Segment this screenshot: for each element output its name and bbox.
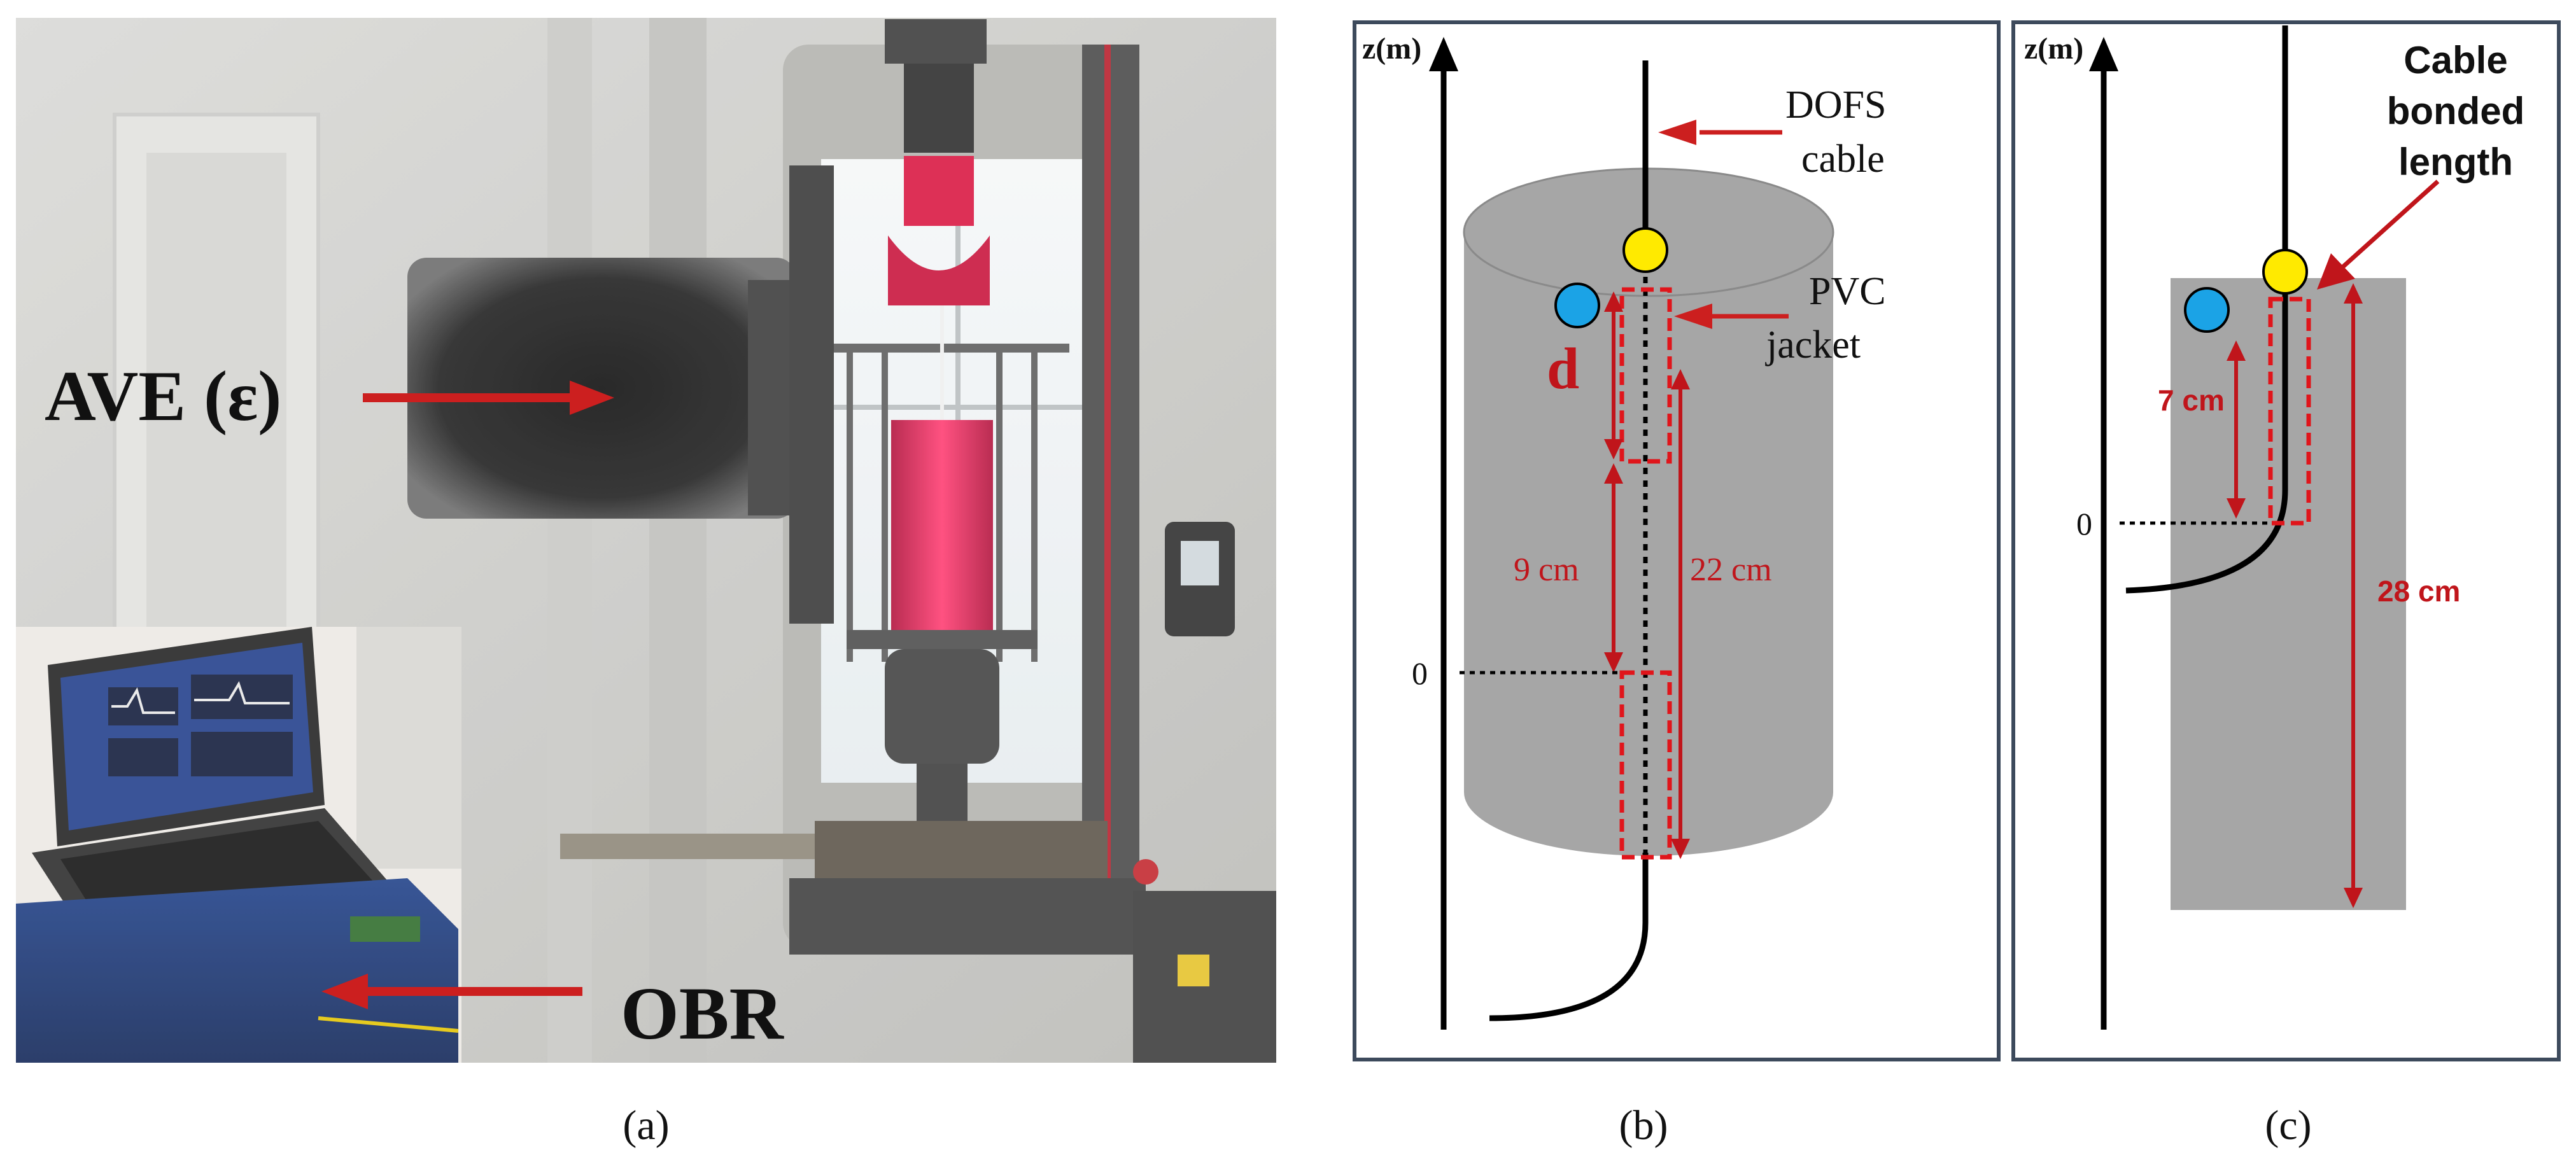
obr-annotation: OBR bbox=[321, 972, 784, 1055]
machine-base bbox=[789, 878, 1146, 955]
obr-device bbox=[16, 878, 458, 1063]
dim-9cm-label: 9 cm bbox=[1514, 552, 1579, 588]
frame-column-left bbox=[547, 18, 592, 1063]
panel-b: z(m) DOFS cable PVC jacket d 9 cm bbox=[1353, 20, 2001, 1061]
yellow-marker-c bbox=[2262, 249, 2308, 295]
bonded-label-line1: Cable bbox=[2404, 39, 2507, 81]
bonded-length-arrow bbox=[2340, 179, 2440, 269]
ave-arrowhead bbox=[570, 381, 614, 415]
bonded-label-line2: bonded bbox=[2387, 90, 2525, 132]
pvc-jacket-lower bbox=[1619, 670, 1672, 860]
caption-b: (b) bbox=[1619, 1102, 1668, 1149]
z-axis-label-c: z(m) bbox=[2024, 32, 2083, 66]
dofs-label-line2: cable bbox=[1801, 137, 1885, 181]
zero-label-c: 0 bbox=[2076, 506, 2092, 542]
cable-c bbox=[2125, 25, 2288, 594]
pvc-label-line2: jacket bbox=[1765, 323, 1861, 367]
zero-label-b: 0 bbox=[1412, 655, 1428, 691]
yellow-marker-b bbox=[1622, 227, 1668, 273]
base-plate bbox=[815, 821, 1108, 878]
pvc-label-line1: PVC bbox=[1809, 270, 1886, 313]
frame-column-center bbox=[649, 18, 707, 1063]
caption-a: (a) bbox=[623, 1102, 669, 1149]
blue-marker-c bbox=[2184, 287, 2230, 333]
obr-label: OBR bbox=[621, 972, 784, 1055]
z-axis-label-b: z(m) bbox=[1362, 32, 1421, 66]
panel-a-photo bbox=[16, 18, 1276, 1063]
blue-marker-b bbox=[1554, 283, 1600, 328]
pvc-jacket-upper bbox=[1619, 287, 1672, 464]
dofs-label-line1: DOFS bbox=[1785, 83, 1887, 127]
load-cell bbox=[904, 64, 974, 153]
pvc-jacket-c bbox=[2268, 297, 2311, 526]
dofs-cable-exit bbox=[1489, 853, 1649, 1021]
d-label: d bbox=[1547, 336, 1579, 401]
upper-grip bbox=[904, 156, 974, 226]
red-specimen bbox=[891, 420, 993, 630]
cylinder-body bbox=[1464, 232, 1833, 856]
lower-grip bbox=[885, 649, 999, 764]
ave-camera bbox=[407, 258, 796, 519]
panel-c: z(m) 7 cm 28 cm 0 Cable bonded length bbox=[2011, 20, 2561, 1061]
ave-annotation: AVE (ε) bbox=[45, 357, 614, 436]
bonded-label-line3: length bbox=[2398, 141, 2513, 183]
dim-22cm-label: 22 cm bbox=[1690, 552, 1772, 588]
ave-label: AVE (ε) bbox=[45, 357, 281, 436]
specimen-block bbox=[2171, 278, 2406, 910]
caption-c: (c) bbox=[2265, 1102, 2311, 1149]
dim-28cm-label: 28 cm bbox=[2377, 575, 2460, 608]
dim-7cm-label: 7 cm bbox=[2158, 384, 2225, 417]
obr-arrowhead bbox=[321, 974, 368, 1009]
